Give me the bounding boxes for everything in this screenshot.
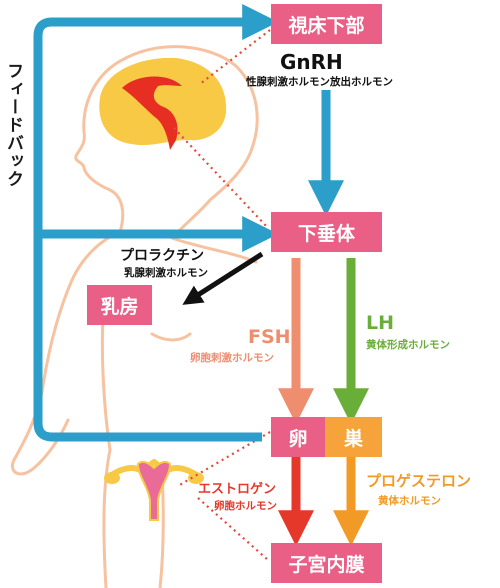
prolactin-arrow xyxy=(182,251,264,305)
body-silhouette xyxy=(11,45,259,588)
prolactin-sub-label: 乳腺刺激ホルモン xyxy=(124,267,208,279)
progesterone-sub-label: 黄体ホルモン xyxy=(378,495,441,507)
estrogen-label: エストロゲン xyxy=(198,482,277,497)
pituitary-box: 下垂体 xyxy=(271,212,382,252)
brain xyxy=(99,57,227,150)
hypothalamus-box: 視床下部 xyxy=(271,4,382,44)
breast-box: 乳房 xyxy=(87,285,152,325)
dotted-links xyxy=(173,29,271,561)
endometrium-box: 子宮内膜 xyxy=(271,543,382,583)
gnrh-sub-label: 性腺刺激ホルモン放出ホルモン xyxy=(246,76,393,88)
progesterone-label: プロゲステロン xyxy=(366,472,472,490)
feedback-arrow xyxy=(33,4,279,442)
lh-sub-label: 黄体形成ホルモン xyxy=(366,339,450,351)
uterus xyxy=(104,458,204,521)
fsh-label: FSH xyxy=(248,326,291,348)
ovary-left-box: 卵 xyxy=(271,417,325,457)
fsh-sub-label: 卵胞刺激ホルモン xyxy=(190,352,274,364)
feedback-label: フィードバック xyxy=(3,62,23,188)
gnrh-label: GnRH xyxy=(280,50,343,74)
ovary-right-box: 巣 xyxy=(325,417,382,457)
prolactin-label: プロラクチン xyxy=(120,248,204,264)
lh-label: LH xyxy=(366,312,395,334)
estrogen-sub-label: 卵胞ホルモン xyxy=(214,500,277,512)
